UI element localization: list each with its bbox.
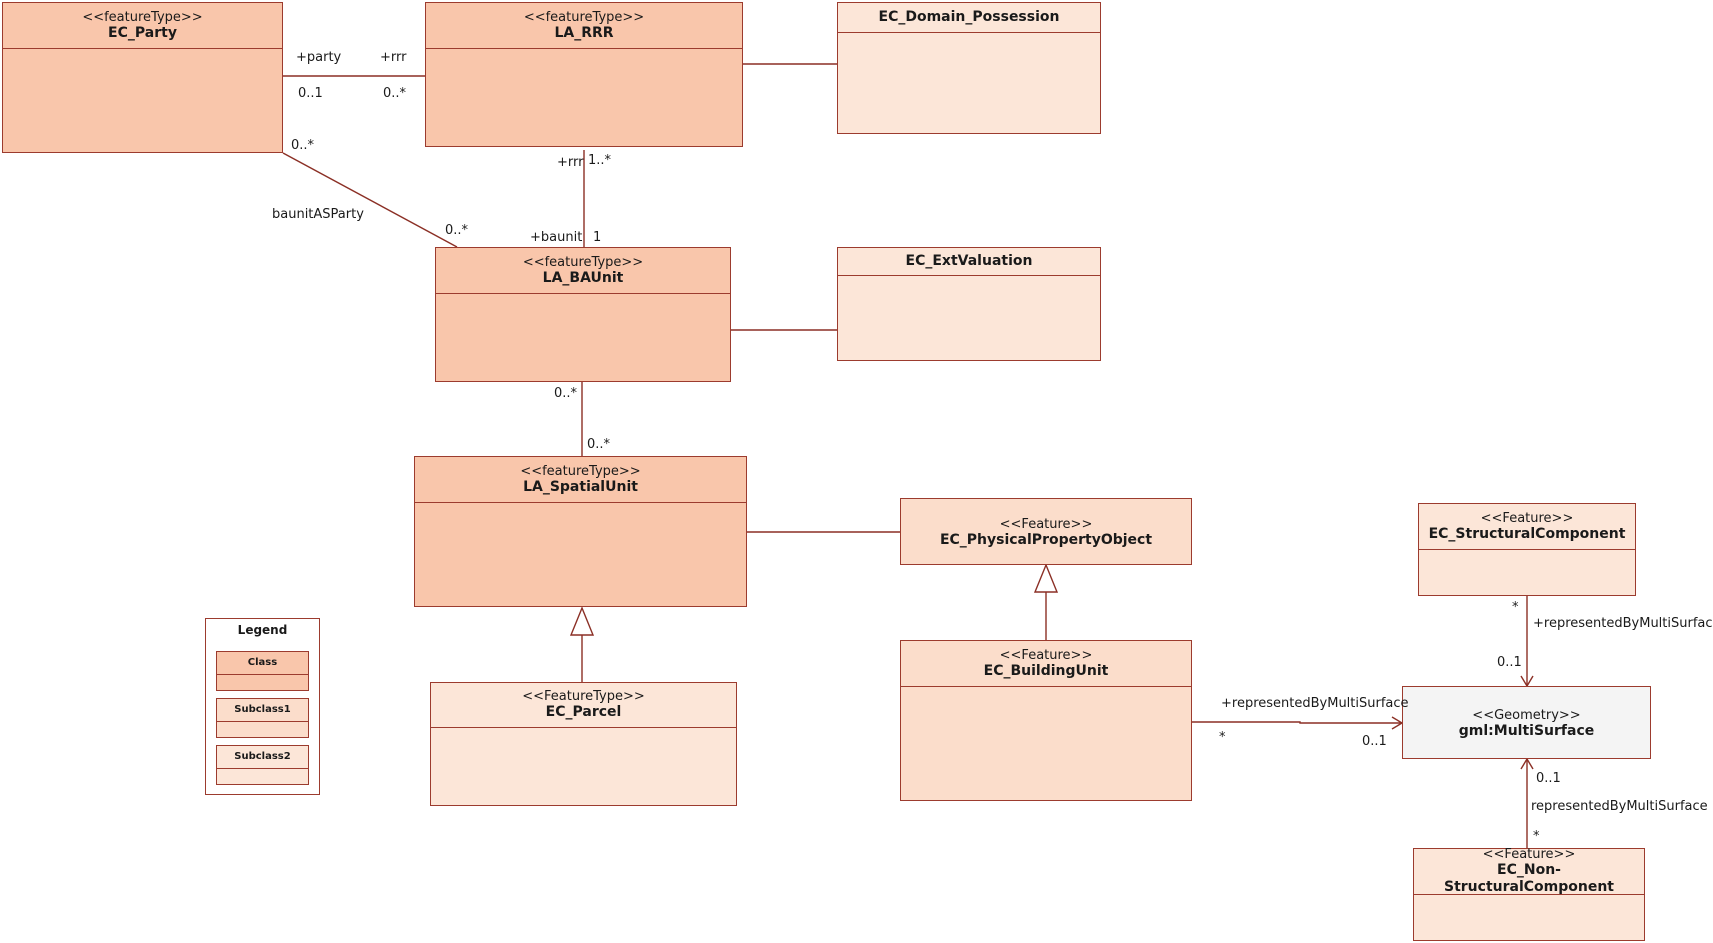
stereotype: <<Feature>> (1480, 510, 1574, 526)
legend-item-label: Subclass1 (217, 699, 308, 722)
legend-item-subclass1: Subclass1 (216, 698, 309, 738)
legend-title: Legend (237, 623, 288, 637)
class-header: <<featureType>> LA_RRR (426, 3, 742, 49)
class-name: EC_StructuralComponent (1428, 525, 1626, 542)
role-label-represented: +representedByMultiSurface (1221, 696, 1409, 711)
multiplicity-label: * (1219, 730, 1226, 745)
class-ec-buildingunit[interactable]: <<Feature>> EC_BuildingUnit (900, 640, 1192, 801)
party-baunit-line (282, 152, 458, 248)
multiplicity-label: 1..* (588, 153, 612, 168)
class-ec-nonstructuralcomponent[interactable]: <<Feature>> EC_Non-StructuralComponent (1413, 847, 1645, 941)
bu-multisurface-line (1191, 721, 1402, 724)
multiplicity-label: 0..* (587, 437, 611, 452)
class-header: <<featureType>> EC_Party (3, 3, 282, 49)
multiplicity-label: 0..* (383, 86, 407, 101)
class-header: <<FeatureType>> EC_Parcel (431, 683, 736, 728)
class-name: LA_SpatialUnit (523, 478, 638, 495)
class-header: <<Feature>> EC_BuildingUnit (901, 641, 1191, 687)
multiplicity-label: 0..1 (1497, 655, 1522, 670)
multiplicity-label: * (1533, 829, 1540, 844)
stereotype: <<featureType>> (82, 9, 203, 25)
legend: Legend Class Subclass1 Subclass2 (205, 618, 320, 795)
class-header: EC_ExtValuation (838, 248, 1100, 276)
class-header: <<featureType>> LA_BAUnit (436, 248, 730, 294)
class-name: LA_BAUnit (542, 269, 624, 286)
multiplicity-label: * (1512, 600, 1519, 615)
multiplicity-label: 0..* (554, 386, 578, 401)
class-ec-physicalpropertyobject[interactable]: <<Feature>> EC_PhysicalPropertyObject (900, 498, 1192, 565)
stereotype: <<Feature>> (999, 516, 1093, 532)
class-header: <<Feature>> EC_Non-StructuralComponent (1414, 847, 1644, 895)
multiplicity-label: 0..1 (298, 86, 323, 101)
class-header: <<Feature>> EC_StructuralComponent (1419, 504, 1635, 550)
class-name: LA_RRR (554, 24, 614, 41)
nonstruct-multisurface-arrow (1520, 757, 1534, 770)
class-header: <<Feature>> EC_PhysicalPropertyObject (901, 499, 1191, 566)
class-name: EC_Parcel (545, 704, 622, 720)
class-name: EC_PhysicalPropertyObject (939, 531, 1153, 548)
multiplicity-label: 0..* (445, 223, 469, 238)
class-name: EC_Non-StructuralComponent (1444, 862, 1614, 895)
role-label-rrr: +rrr (557, 155, 584, 170)
class-ec-domain-possession[interactable]: EC_Domain_Possession (837, 2, 1101, 134)
role-label-represented: representedByMultiSurface (1531, 799, 1708, 814)
stereotype: <<Feature>> (1482, 847, 1576, 862)
class-la-rrr[interactable]: <<featureType>> LA_RRR (425, 2, 743, 147)
stereotype: <<featureType>> (522, 254, 644, 270)
stereotype: <<Feature>> (999, 647, 1093, 663)
parcel-generalization-arrow (569, 606, 595, 636)
class-ec-parcel[interactable]: <<FeatureType>> EC_Parcel (430, 682, 737, 806)
legend-item-subclass2: Subclass2 (216, 745, 309, 785)
multiplicity-label: 0..1 (1362, 734, 1387, 749)
class-header: <<Geometry>> gml:MultiSurface (1403, 687, 1650, 760)
class-name: EC_ExtValuation (905, 253, 1033, 269)
association-name-label: baunitASParty (272, 207, 364, 222)
class-name: EC_Party (108, 24, 177, 41)
class-gml-multisurface[interactable]: <<Geometry>> gml:MultiSurface (1402, 686, 1651, 759)
stereotype: <<FeatureType>> (522, 689, 645, 704)
legend-item-label: Class (217, 652, 308, 675)
legend-item-class: Class (216, 651, 309, 691)
role-label-party: +party (296, 50, 342, 65)
class-la-spatialunit[interactable]: <<featureType>> LA_SpatialUnit (414, 456, 747, 607)
multiplicity-label: 0..* (291, 138, 315, 153)
class-ec-extvaluation[interactable]: EC_ExtValuation (837, 247, 1101, 361)
role-label-baunit: +baunit (530, 230, 583, 245)
stereotype: <<featureType>> (520, 463, 641, 479)
class-ec-party[interactable]: <<featureType>> EC_Party (2, 2, 283, 153)
buildingunit-generalization-arrow (1033, 563, 1059, 593)
class-la-baunit[interactable]: <<featureType>> LA_BAUnit (435, 247, 731, 382)
multiplicity-label: 0..1 (1536, 771, 1561, 786)
multiplicity-label: 1 (593, 230, 602, 245)
stereotype: <<featureType>> (523, 9, 645, 25)
class-ec-structuralcomponent[interactable]: <<Feature>> EC_StructuralComponent (1418, 503, 1636, 596)
class-name: EC_Domain_Possession (878, 9, 1060, 25)
stereotype: <<Geometry>> (1472, 707, 1581, 723)
class-name: EC_BuildingUnit (983, 662, 1109, 679)
role-label-rrr: +rrr (380, 50, 407, 65)
class-name: gml:MultiSurface (1458, 722, 1595, 739)
legend-item-label: Subclass2 (217, 746, 308, 769)
class-header: EC_Domain_Possession (838, 3, 1100, 33)
class-header: <<featureType>> LA_SpatialUnit (415, 457, 746, 503)
role-label-represented: +representedByMultiSurface (1533, 616, 1713, 631)
